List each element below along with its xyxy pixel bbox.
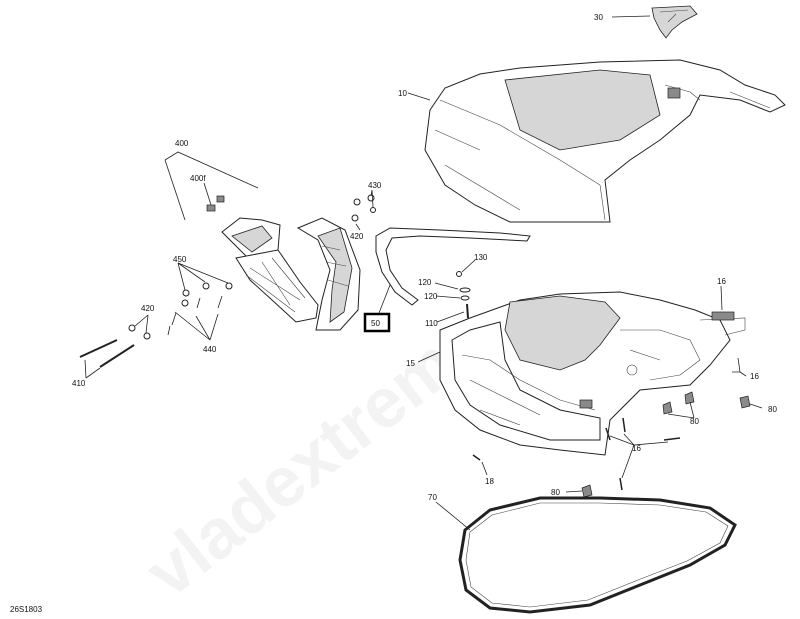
callout-labels: 30 10 400 400f 430 420 450 420 440 410 5… xyxy=(72,13,777,502)
callout-80-right[interactable]: 80 xyxy=(768,405,777,414)
callout-420-left[interactable]: 420 xyxy=(141,304,155,313)
callout-420-right[interactable]: 420 xyxy=(350,232,364,241)
callout-450[interactable]: 450 xyxy=(173,255,187,264)
hardware-130-120-110 xyxy=(434,259,476,323)
callout-18[interactable]: 18 xyxy=(485,477,494,486)
part-15-lower-tub xyxy=(439,291,746,456)
callout-70[interactable]: 70 xyxy=(428,493,437,502)
hardware-16-80 xyxy=(472,285,763,498)
part-400-handle-assembly xyxy=(221,217,361,331)
callout-440[interactable]: 440 xyxy=(203,345,217,354)
callout-130[interactable]: 130 xyxy=(474,253,488,262)
callout-16-top[interactable]: 16 xyxy=(717,277,726,286)
highlighted-callout-box xyxy=(363,312,391,333)
callout-10[interactable]: 10 xyxy=(398,89,407,98)
part-70-seal xyxy=(458,496,737,614)
callout-16-right[interactable]: 16 xyxy=(750,372,759,381)
part-50-trim-strip xyxy=(375,227,531,306)
callout-15[interactable]: 15 xyxy=(406,359,415,368)
callout-400f[interactable]: 400f xyxy=(190,174,206,183)
part-30-clip xyxy=(651,5,698,39)
callout-16-mid[interactable]: 16 xyxy=(632,444,641,453)
callout-410[interactable]: 410 xyxy=(72,379,86,388)
callout-400[interactable]: 400 xyxy=(175,139,189,148)
part-10-upper-cover xyxy=(424,59,786,223)
callout-120-lower[interactable]: 120 xyxy=(424,292,438,301)
callout-110[interactable]: 110 xyxy=(425,319,438,328)
callout-50[interactable]: 50 xyxy=(371,319,380,328)
callout-120-upper[interactable]: 120 xyxy=(418,278,432,287)
callout-30[interactable]: 30 xyxy=(594,13,603,22)
callout-430[interactable]: 430 xyxy=(368,181,382,190)
callout-80-bottom[interactable]: 80 xyxy=(551,488,560,497)
hardware-430-420 xyxy=(351,189,376,231)
diagram-code: 26S1803 xyxy=(10,605,43,614)
callout-80-mid[interactable]: 80 xyxy=(690,417,699,426)
hardware-left-bolts xyxy=(79,262,233,379)
